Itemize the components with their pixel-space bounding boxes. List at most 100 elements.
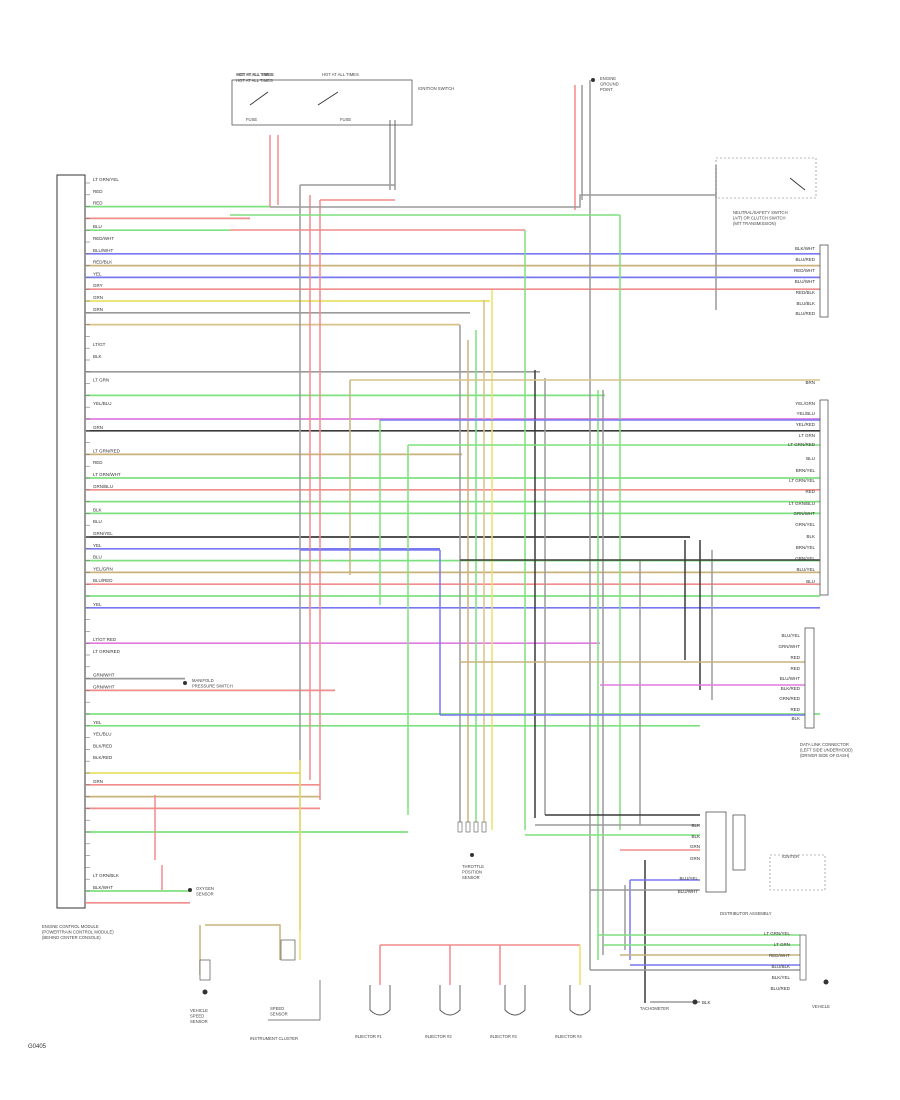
injector-icon bbox=[439, 985, 461, 1016]
right-wire-label: RED/WHT bbox=[769, 953, 790, 958]
data-link-caption: DATA LINK CONNECTOR bbox=[800, 742, 849, 747]
cluster-connector bbox=[280, 939, 296, 961]
ground-icon bbox=[591, 78, 595, 82]
fuse-label: HOT AT ALL TIMES bbox=[236, 72, 273, 77]
right-wire-label: LT GRN/YEL bbox=[764, 931, 790, 936]
ecm-wire-label: LT GRN bbox=[93, 378, 109, 383]
ecm-wire-label: RED bbox=[93, 201, 103, 206]
right-wire-label: BLU/YEL bbox=[781, 633, 800, 638]
right-wire-label: YEL/RED bbox=[796, 422, 816, 427]
right-wire-label: LT GRN bbox=[799, 433, 815, 438]
right-wire-label: BLK/RED bbox=[781, 686, 801, 691]
tps-terminal bbox=[457, 821, 463, 833]
ignition-switch-box bbox=[231, 79, 413, 126]
ecm-wire-label: YEL bbox=[93, 602, 102, 607]
right-wire-label: BLU/BLK bbox=[796, 301, 815, 306]
vehicle-speed-sensor-caption: SPEED bbox=[190, 1014, 204, 1019]
ecm-wire-label: BLK bbox=[93, 354, 102, 359]
throttle-sensor-caption: THROTTLE bbox=[462, 864, 484, 869]
ecm-wire-label: RED/WHT bbox=[93, 236, 114, 241]
diagram-code: G0405 bbox=[28, 1044, 47, 1050]
o2-sensor-terminal-icon bbox=[188, 888, 192, 892]
fuse-label-left: HOT AT ALL TIMES bbox=[237, 72, 274, 77]
right-wire-label: LT GRN/BLU bbox=[789, 501, 815, 506]
tachometer-wire-label: BLK bbox=[702, 1000, 711, 1005]
right-wire-label: GRN/WHT bbox=[779, 644, 801, 649]
ecm-wire-label: RED bbox=[93, 189, 103, 194]
vss-bottom-ground-icon bbox=[202, 989, 208, 995]
right-wire-label: RED/WHT bbox=[794, 268, 815, 273]
injector-label: INJECTOR #2 bbox=[425, 1034, 452, 1039]
right-wire-label: BLU/RED bbox=[795, 311, 815, 316]
right-wire-label: BLU/YEL bbox=[679, 876, 698, 881]
throttle-sensor-caption: POSITION bbox=[462, 870, 482, 875]
injector-label: INJECTOR #3 bbox=[490, 1034, 517, 1039]
right-wire-label: BLK/WHT bbox=[795, 246, 815, 251]
distributor-connector bbox=[705, 811, 727, 893]
cluster-outline bbox=[268, 980, 321, 1021]
ecm-wire-label: RED bbox=[93, 460, 103, 465]
pressure-switch-terminal-icon bbox=[183, 681, 187, 685]
ecm-wire-label: BLU/WHT bbox=[93, 248, 114, 253]
ecm-wire-label: GRN/YEL bbox=[93, 531, 113, 536]
ecm-wire-label: BLK/RED bbox=[93, 755, 113, 760]
o2-sensor-caption: SENSOR bbox=[196, 892, 214, 897]
right-wire-label: BLU/WHT bbox=[678, 889, 699, 894]
right-wire-label: BLU bbox=[806, 456, 815, 461]
ecm-wire-label: BLU bbox=[93, 555, 102, 560]
wire-group bbox=[86, 80, 820, 1003]
data-link-caption: (LEFT SIDE UNDERHOOD) bbox=[800, 748, 853, 753]
right-wire-label: GRN bbox=[690, 844, 700, 849]
neutral-switch-contact-icon bbox=[789, 177, 806, 191]
right-wire-label: GRN bbox=[690, 856, 700, 861]
right-wire-label: LT GRN bbox=[774, 942, 790, 947]
vehicle-speed-sensor-caption: SENSOR bbox=[190, 1019, 208, 1024]
right-wire-label: BRN/YEL bbox=[796, 468, 816, 473]
ground-caption: POINT bbox=[600, 87, 613, 92]
vss-caption: VEHICLE bbox=[812, 1004, 830, 1009]
ecm-wire-label: YEL/GRN bbox=[93, 566, 113, 571]
ignition-caption: IGNITION SWITCH bbox=[418, 86, 454, 91]
ecm-wire-label: BLK/RED bbox=[93, 743, 113, 748]
right-wire-label: BLK bbox=[806, 534, 815, 539]
right-connector-top bbox=[819, 244, 829, 318]
ecm-wire-label: LT/GT RED bbox=[93, 637, 117, 642]
right-wire-label: GRN/YEL bbox=[795, 556, 815, 561]
ecm-wire-label: YEL/BLU bbox=[93, 401, 112, 406]
right-wire-label: BLK bbox=[691, 823, 700, 828]
label-group: LT GRN/YELREDREDBLURED/WHTBLU/WHTRED/BLK… bbox=[28, 72, 853, 1050]
neutral-caption: NEUTRAL/SAFETY SWITCH bbox=[733, 210, 788, 215]
fuse-label-right: HOT AT ALL TIMES bbox=[322, 72, 359, 77]
o2-sensor-caption: OXYGEN bbox=[196, 886, 214, 891]
ecm-caption: (POWERTRAIN CONTROL MODULE) bbox=[42, 930, 114, 935]
component-group bbox=[56, 78, 829, 1021]
right-connector-mid bbox=[819, 399, 829, 596]
right-wire-label: BLK/YEL bbox=[772, 975, 791, 980]
data-link-caption: (DRIVER SIDE OF DASH) bbox=[800, 753, 850, 758]
ecm-wire-label: LT GRN/BLK bbox=[93, 873, 119, 878]
ecm-wire-label: LT/GT bbox=[93, 342, 106, 347]
ecm-wire-label: LT GRN/YEL bbox=[93, 177, 119, 182]
right-wire-label: RED bbox=[790, 655, 800, 660]
pressure-switch-caption: PRESSURE SWITCH bbox=[192, 684, 233, 689]
ecm-caption: (BEHIND CENTER CONSOLE) bbox=[42, 935, 101, 940]
right-wire-label: BLK bbox=[791, 716, 800, 721]
injector-label: INJECTOR #1 bbox=[355, 1034, 382, 1039]
ecm-wire-label: YEL bbox=[93, 271, 102, 276]
right-wire-label: RED bbox=[790, 707, 800, 712]
injector-icon bbox=[504, 985, 526, 1016]
right-wire-label: YEL/GRN bbox=[795, 401, 815, 406]
right-wire-label: LT GRN/YEL bbox=[789, 478, 815, 483]
pressure-switch-caption: MANIFOLD bbox=[192, 678, 214, 683]
tps-terminal bbox=[465, 821, 471, 833]
neutral-switch-box bbox=[715, 157, 817, 199]
ecm-wire-label: GRN bbox=[93, 779, 103, 784]
tps-terminal bbox=[473, 821, 479, 833]
tachometer-caption: TACHOMETER bbox=[640, 1006, 669, 1011]
vss-connector bbox=[799, 934, 807, 981]
cluster-box-label: SENSOR bbox=[270, 1012, 288, 1017]
switch-contact-icon bbox=[249, 91, 339, 106]
ecm-wire-label: YEL bbox=[93, 543, 102, 548]
right-wire-label: BRN/YEL bbox=[796, 545, 816, 550]
right-wire-label: GRN/WHT bbox=[794, 511, 816, 516]
